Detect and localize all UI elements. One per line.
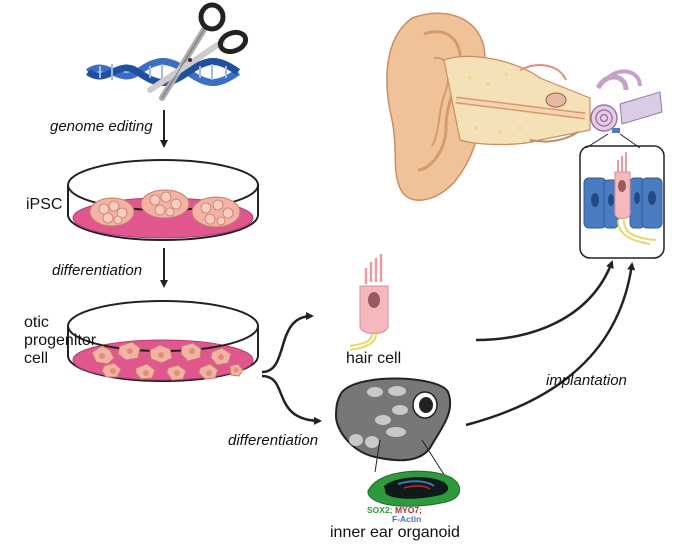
- scissors-icon: [147, 2, 249, 101]
- ipsc-label: iPSC: [26, 196, 63, 213]
- ipsc-petri-dish: [67, 159, 259, 241]
- differentiation-label-2: differentiation: [228, 432, 319, 449]
- hair-cell-label: hair cell: [346, 350, 402, 367]
- stain-sox2-label: SOX2;: [367, 505, 393, 515]
- stain-myo7-label: MYO7;: [395, 505, 422, 515]
- otic-progenitor-cell-label: otic progenitor cell: [24, 314, 96, 368]
- hair-cell-illustration: [349, 254, 389, 351]
- implantation-arrow-organoid: [465, 262, 636, 427]
- genome-editing-label: genome editing: [50, 118, 153, 135]
- otic-label-line3: cell: [24, 350, 49, 367]
- otic-progenitor-petri-dish: [67, 300, 259, 382]
- implantation-arrow-hair-cell: [475, 260, 614, 342]
- inner-ear-organoid-illustration: [334, 377, 452, 485]
- organoid-fluorescence-image: [367, 470, 461, 507]
- differentiation-label-1: differentiation: [52, 262, 143, 279]
- implantation-label: implantation: [546, 372, 627, 389]
- otic-label-line2: progenitor: [24, 332, 97, 349]
- inner-ear-organoid-label: inner ear organoid: [330, 524, 460, 541]
- ear-anatomy-illustration: [386, 12, 663, 201]
- branch-arrow-organoid: [261, 374, 322, 425]
- cochlea-inset-box: [579, 133, 665, 259]
- otic-label-line1: otic: [24, 314, 49, 331]
- stain-factin-label: F-Actin: [392, 514, 422, 524]
- branch-arrow-hair-cell: [261, 312, 314, 374]
